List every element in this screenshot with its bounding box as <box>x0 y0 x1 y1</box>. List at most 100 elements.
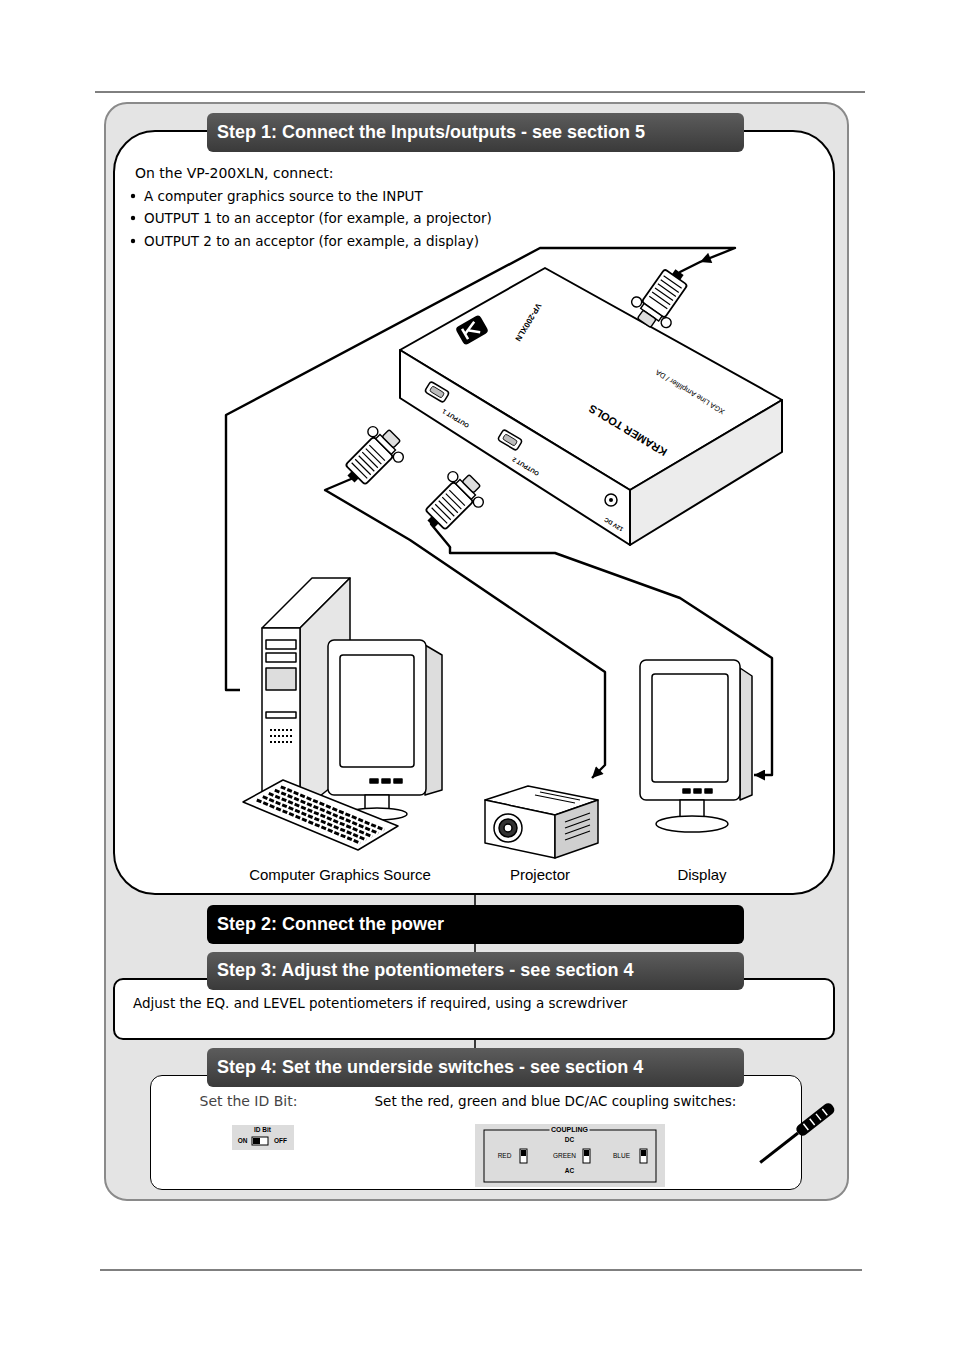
switch-label: RED <box>498 1152 512 1160</box>
projector-illustration <box>485 786 598 858</box>
screwdriver-icon <box>803 1109 827 1130</box>
connector-wire <box>450 547 772 775</box>
instruction-text: Adjust the EQ. and LEVEL potentiometers … <box>133 995 627 1011</box>
projector: Projector <box>478 778 603 888</box>
instruction-text: Set the red, green and blue DC/AC coupli… <box>375 1092 737 1108</box>
switch-label: ON <box>238 1137 248 1145</box>
switch-label: ID Bit <box>254 1126 271 1134</box>
computer-illustration <box>328 640 426 795</box>
display-illustration <box>705 789 712 793</box>
coupling-switch-panel <box>475 1124 665 1187</box>
step-band: Step 3: Adjust the potentiometers - see … <box>207 952 744 990</box>
line-amplifier-device <box>497 429 522 451</box>
instruction-text: Set the ID Bit: <box>200 1092 298 1109</box>
line-amplifier-device <box>455 314 489 345</box>
computer-illustration <box>266 640 296 649</box>
switch-label: COUPLING <box>549 1125 590 1133</box>
computer-illustration <box>263 797 367 840</box>
vga-plug <box>415 464 491 540</box>
projector-illustration <box>535 792 580 803</box>
cable-stub <box>680 262 700 272</box>
computer-illustration <box>266 653 296 662</box>
computer-illustration <box>382 779 390 783</box>
step-title: Step 2: Connect the power <box>217 914 444 936</box>
computer-illustration <box>425 645 442 795</box>
display-illustration <box>640 660 752 832</box>
port-label: OUTPUT 2 <box>511 455 540 476</box>
connector-wire <box>474 895 476 905</box>
projector-illustration <box>499 819 517 837</box>
projector-illustration <box>494 814 522 842</box>
switch-label: GREEN <box>553 1152 576 1160</box>
projector-illustration <box>565 813 590 840</box>
device-caption: Computer Graphics Source <box>249 866 431 884</box>
switch-label: AC <box>565 1167 574 1175</box>
coupling-switch-panel <box>641 1150 646 1156</box>
line-amplifier-device <box>609 498 613 502</box>
bullet-dot <box>131 194 135 198</box>
switch-label: BLUE <box>613 1152 630 1160</box>
bullet-dot <box>131 194 135 243</box>
coupling-switch-panel <box>640 1149 647 1163</box>
line-amplifier-device <box>424 381 449 403</box>
bullet-dot <box>131 239 135 243</box>
coupling-switch-panel <box>584 1150 589 1156</box>
computer-illustration <box>269 793 373 836</box>
step-title: Step 1: Connect the Inputs/outputs - see… <box>217 122 645 144</box>
computer-illustration <box>365 795 389 809</box>
id-switch-panel <box>232 1125 294 1150</box>
display-illustration <box>640 660 740 800</box>
panel-fill <box>150 1075 802 1190</box>
computer-illustration <box>275 790 379 833</box>
id-switch: ID BitON OFF <box>232 1125 294 1150</box>
step-band: Step 2: Connect the power <box>207 905 744 944</box>
page-rule <box>95 92 865 1270</box>
display-illustration <box>683 789 690 793</box>
step-band: Step 1: Connect the Inputs/outputs - see… <box>207 113 744 152</box>
line-amplifier-device <box>429 386 444 398</box>
line-amplifier-device <box>455 314 489 345</box>
line-amplifier-device: VP-200XLNKRAMER TOOLSXGA Line Amplifier … <box>325 262 785 547</box>
computer-illustration <box>340 655 414 767</box>
projector-illustration <box>485 800 555 858</box>
bullet-text: OUTPUT 1 to an acceptor (for example, a … <box>144 210 492 226</box>
line-amplifier-device <box>605 494 617 506</box>
projector-illustration <box>555 800 598 858</box>
id-switch-panel <box>252 1137 268 1145</box>
coupling-switch-panel <box>475 1124 665 1187</box>
step-panel: On the VP-200XLN, connect: A computer gra… <box>113 130 835 895</box>
computer-illustration <box>281 787 385 830</box>
cable-stub <box>325 479 351 490</box>
step-band: Step 4: Set the underside switches - see… <box>207 1048 744 1087</box>
computer-source: Computer Graphics Source <box>240 570 440 888</box>
bullet-dot <box>131 216 135 220</box>
grey-panel <box>105 103 848 1200</box>
display-illustration <box>652 674 728 782</box>
line-amplifier-device <box>497 429 522 451</box>
line-amplifier-device <box>400 268 782 545</box>
computer-illustration <box>394 779 402 783</box>
connector-wire <box>226 248 735 690</box>
projector-illustration <box>504 824 512 832</box>
page-rule <box>100 1270 862 1271</box>
computer-illustration <box>270 730 292 742</box>
line-amplifier-device <box>400 350 630 545</box>
page-rule <box>95 92 865 93</box>
coupling-switch-panel <box>484 1130 656 1182</box>
id-switch-panel <box>253 1138 260 1144</box>
instruction-text: On the VP-200XLN, connect: <box>135 165 334 182</box>
switch-label: DC <box>565 1136 574 1144</box>
display-illustration <box>740 668 752 800</box>
panel-fill <box>113 130 835 1190</box>
display-illustration <box>656 816 728 832</box>
device-caption: Display <box>677 866 726 884</box>
switch-label: OFF <box>274 1137 287 1145</box>
id-switch-panel <box>232 1125 294 1150</box>
connector-wire <box>474 1040 476 1048</box>
computer-illustration <box>243 578 442 850</box>
vga-plug <box>625 259 698 336</box>
coupling-switch-panel <box>583 1149 590 1163</box>
bullet-text: A computer graphics source to the INPUT <box>144 188 423 204</box>
